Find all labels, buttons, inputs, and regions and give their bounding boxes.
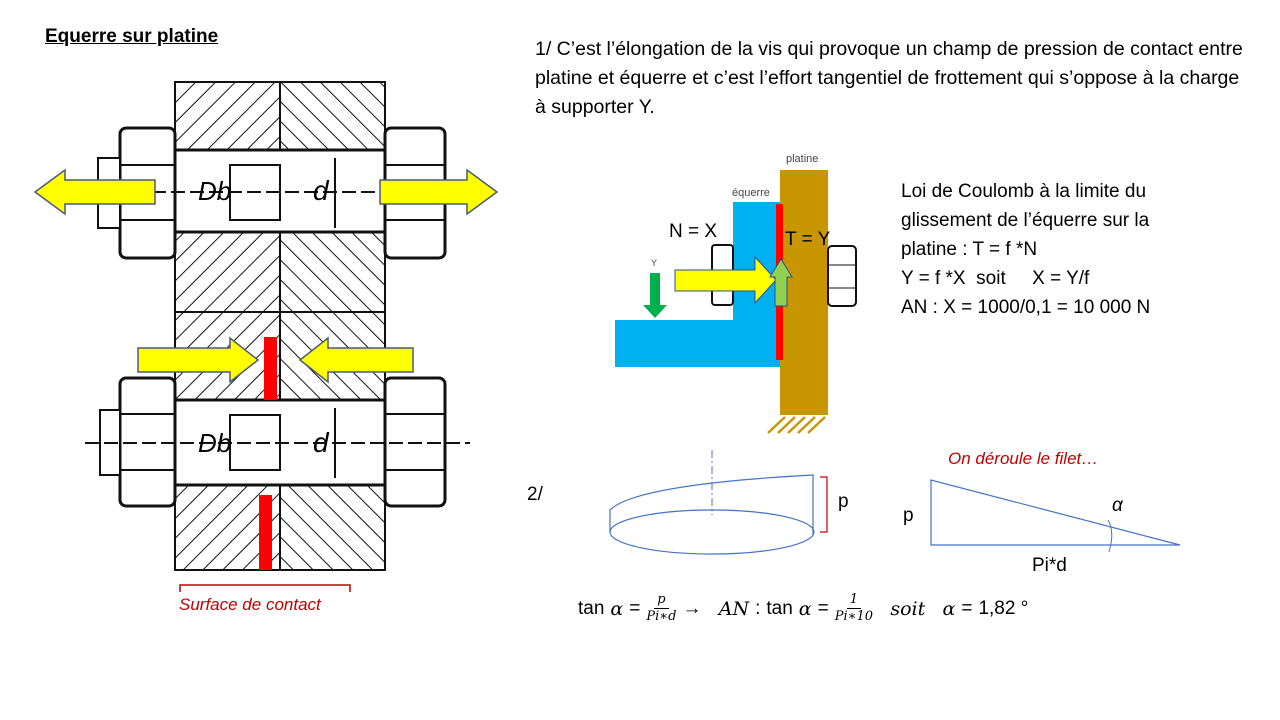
colon: : — [755, 597, 761, 619]
platine-label: platine — [786, 153, 818, 165]
result-value: 1,82 ° — [978, 597, 1029, 619]
pitch-bracket — [820, 476, 828, 533]
tangential-force-arrow-icon — [769, 258, 793, 307]
alpha-label: α — [1112, 495, 1124, 516]
equerre-label: équerre — [732, 187, 770, 199]
arrow-left-icon — [298, 336, 414, 384]
alpha-symbol: α — [610, 597, 624, 620]
triangle-base-label: Pi*d — [1032, 555, 1067, 576]
contact-bracket — [179, 584, 351, 592]
arrow-right-icon — [379, 168, 499, 216]
d-label: d — [313, 427, 330, 458]
part2-label: 2/ — [527, 484, 543, 505]
arrow-left-icon — [33, 168, 156, 216]
tan-text: tan — [766, 597, 793, 619]
bolt-drawings: Db d Db d Surface de contact — [33, 81, 499, 614]
contact-label: Surface de contact — [179, 595, 322, 614]
ground-hatch-icon — [767, 416, 826, 434]
explanation-paragraph: 1/ C’est l’élongation de la vis qui prov… — [535, 38, 1243, 118]
triangle-p-label: p — [903, 505, 914, 526]
normal-force-arrow-icon — [674, 255, 777, 305]
coulomb-line: AN : X = 1000/0,1 = 10 000 N — [901, 297, 1151, 318]
arrow: → — [682, 597, 702, 619]
coulomb-line: platine : T = f *N — [901, 239, 1038, 260]
equals: = — [817, 597, 829, 619]
n-label: N = X — [669, 221, 717, 242]
load-arrow-down-icon — [643, 273, 667, 318]
bolt-assembly-bottom: Db d — [85, 311, 470, 571]
unroll-caption: On déroule le filet… — [948, 449, 1099, 468]
numerator: 1 — [846, 592, 862, 609]
alpha-symbol: α — [942, 597, 956, 620]
tan-text: tan — [578, 597, 605, 619]
bolt-assembly-top: Db d — [33, 81, 499, 313]
equerre-platine-diagram: platine équerre N = X T = Y Y — [615, 153, 857, 434]
coulomb-line: Y = f *X soit X = Y/f — [901, 268, 1090, 289]
platine-shape — [780, 170, 828, 415]
contact-surface-lower — [259, 495, 272, 570]
coulomb-law-text: Loi de Coulomb à la limite du glissement… — [901, 177, 1150, 322]
soit-text: soit — [890, 597, 926, 620]
an-text: AN — [718, 597, 750, 620]
db-label: Db — [198, 428, 231, 458]
t-label: T = Y — [785, 229, 831, 250]
numerator: p — [654, 592, 669, 609]
equals: = — [629, 597, 641, 619]
equerre-shape — [615, 202, 780, 367]
denominator: Pi∗10 — [834, 609, 874, 624]
coulomb-line: Loi de Coulomb à la limite du — [901, 181, 1147, 202]
nut-icon — [827, 245, 857, 307]
slide-title: Equerre sur platine — [45, 26, 219, 47]
equals: = — [961, 597, 973, 619]
alpha-symbol: α — [798, 597, 812, 620]
coulomb-line: glissement de l’équerre sur la — [901, 210, 1150, 231]
d-label: d — [313, 175, 330, 206]
arrow-right-icon — [137, 336, 260, 384]
unrolled-thread-triangle: p Pi*d α — [903, 479, 1181, 576]
contact-surface-upper — [264, 337, 277, 400]
db-label: Db — [198, 176, 231, 206]
y-label: Y — [651, 258, 657, 268]
pitch-label: p — [838, 491, 849, 512]
denominator: Pi∗d — [646, 609, 677, 624]
thread-helix-diagram: p — [609, 450, 849, 555]
